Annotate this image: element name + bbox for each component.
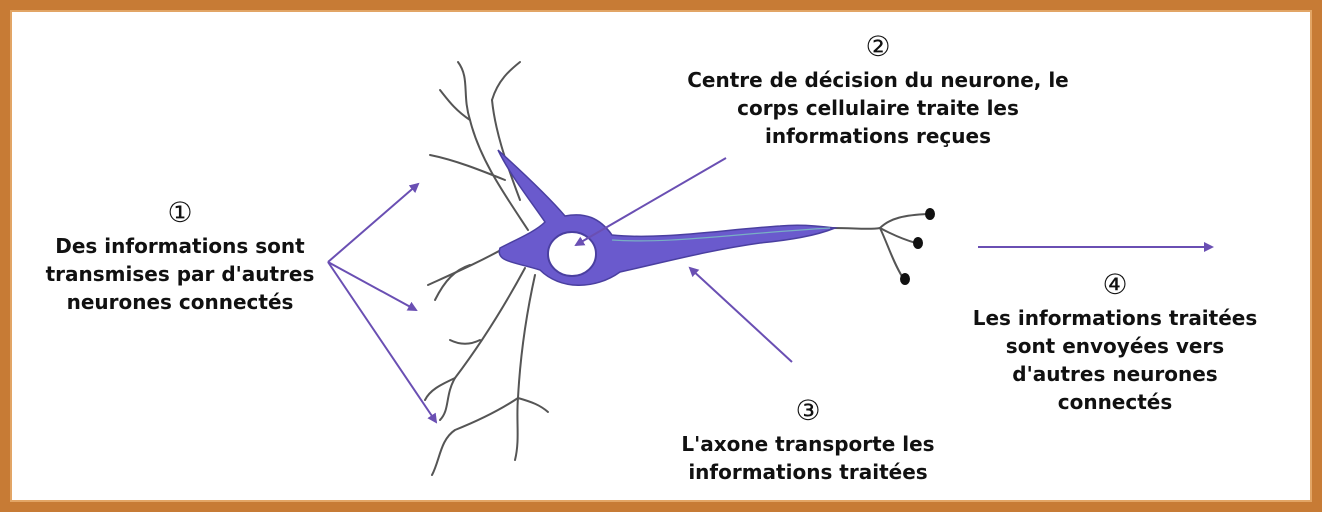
arrow-input-top	[328, 184, 418, 262]
annotation-2-number: ②	[648, 30, 1108, 64]
annotation-3-line-1: L'axone transporte les	[648, 430, 968, 458]
annotation-4-line-4: connectés	[950, 388, 1280, 416]
annotation-4-line-1: Les informations traitées	[950, 304, 1280, 332]
arrow-cell-body	[576, 158, 726, 245]
neuron-cell-body	[498, 150, 835, 285]
annotation-3-line-2: informations traitées	[648, 458, 968, 486]
annotation-2-line-1: Centre de décision du neurone, le	[648, 66, 1108, 94]
annotation-4-number: ④	[950, 268, 1280, 302]
annotation-1-number: ①	[20, 196, 340, 230]
axon-terminals	[832, 214, 928, 278]
annotation-3-number: ③	[648, 394, 968, 428]
annotation-1-line-2: transmises par d'autres	[20, 260, 340, 288]
arrow-input-bottom	[328, 262, 436, 422]
arrow-axon	[690, 268, 792, 362]
arrow-input-middle	[328, 262, 416, 310]
annotation-2-line-3: informations reçues	[648, 122, 1108, 150]
annotation-2: ② Centre de décision du neurone, le corp…	[648, 30, 1108, 150]
annotation-4-line-3: d'autres neurones	[950, 360, 1280, 388]
annotation-1-line-3: neurones connectés	[20, 288, 340, 316]
annotation-3: ③ L'axone transporte les informations tr…	[648, 394, 968, 486]
annotation-4-line-2: sont envoyées vers	[950, 332, 1280, 360]
annotation-2-line-2: corps cellulaire traite les	[648, 94, 1108, 122]
annotation-1: ① Des informations sont transmises par d…	[20, 196, 340, 316]
annotation-4: ④ Les informations traitées sont envoyée…	[950, 268, 1280, 416]
annotation-1-line-1: Des informations sont	[20, 232, 340, 260]
synaptic-buttons	[900, 208, 935, 285]
dendrites	[425, 62, 548, 475]
